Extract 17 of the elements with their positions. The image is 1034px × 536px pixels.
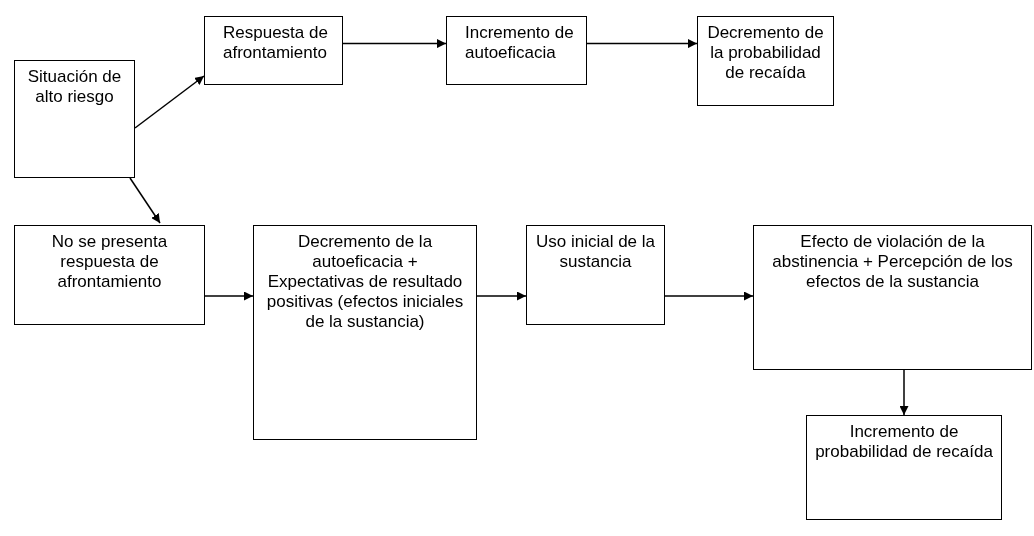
arrow: [134, 75, 205, 129]
arrow: [129, 177, 161, 224]
process-box: Decremento de la autoeficacia + Expectativas de resultado positivas (efectos iniciales de la sustancia): [253, 225, 477, 440]
arrow: [664, 291, 754, 301]
process-box: Incremento de autoeficacia: [446, 16, 587, 85]
process-box: Decremento de la probabilidad de recaída: [697, 16, 834, 106]
arrow: [586, 39, 698, 49]
process-box: No se presenta respuesta de afrontamiento: [14, 225, 205, 325]
arrow: [899, 369, 909, 416]
arrow: [342, 39, 447, 49]
arrow: [204, 291, 254, 301]
process-box: Incremento de probabilidad de recaída: [806, 415, 1002, 520]
arrow: [476, 291, 527, 301]
process-box: Situación de alto riesgo: [14, 60, 135, 178]
process-box: Respuesta de afrontamiento: [204, 16, 343, 85]
process-box: Efecto de violación de la abstinencia + Percepción de los efectos de la sustancia: [753, 225, 1032, 370]
process-box: Uso inicial de la sustancia: [526, 225, 665, 325]
